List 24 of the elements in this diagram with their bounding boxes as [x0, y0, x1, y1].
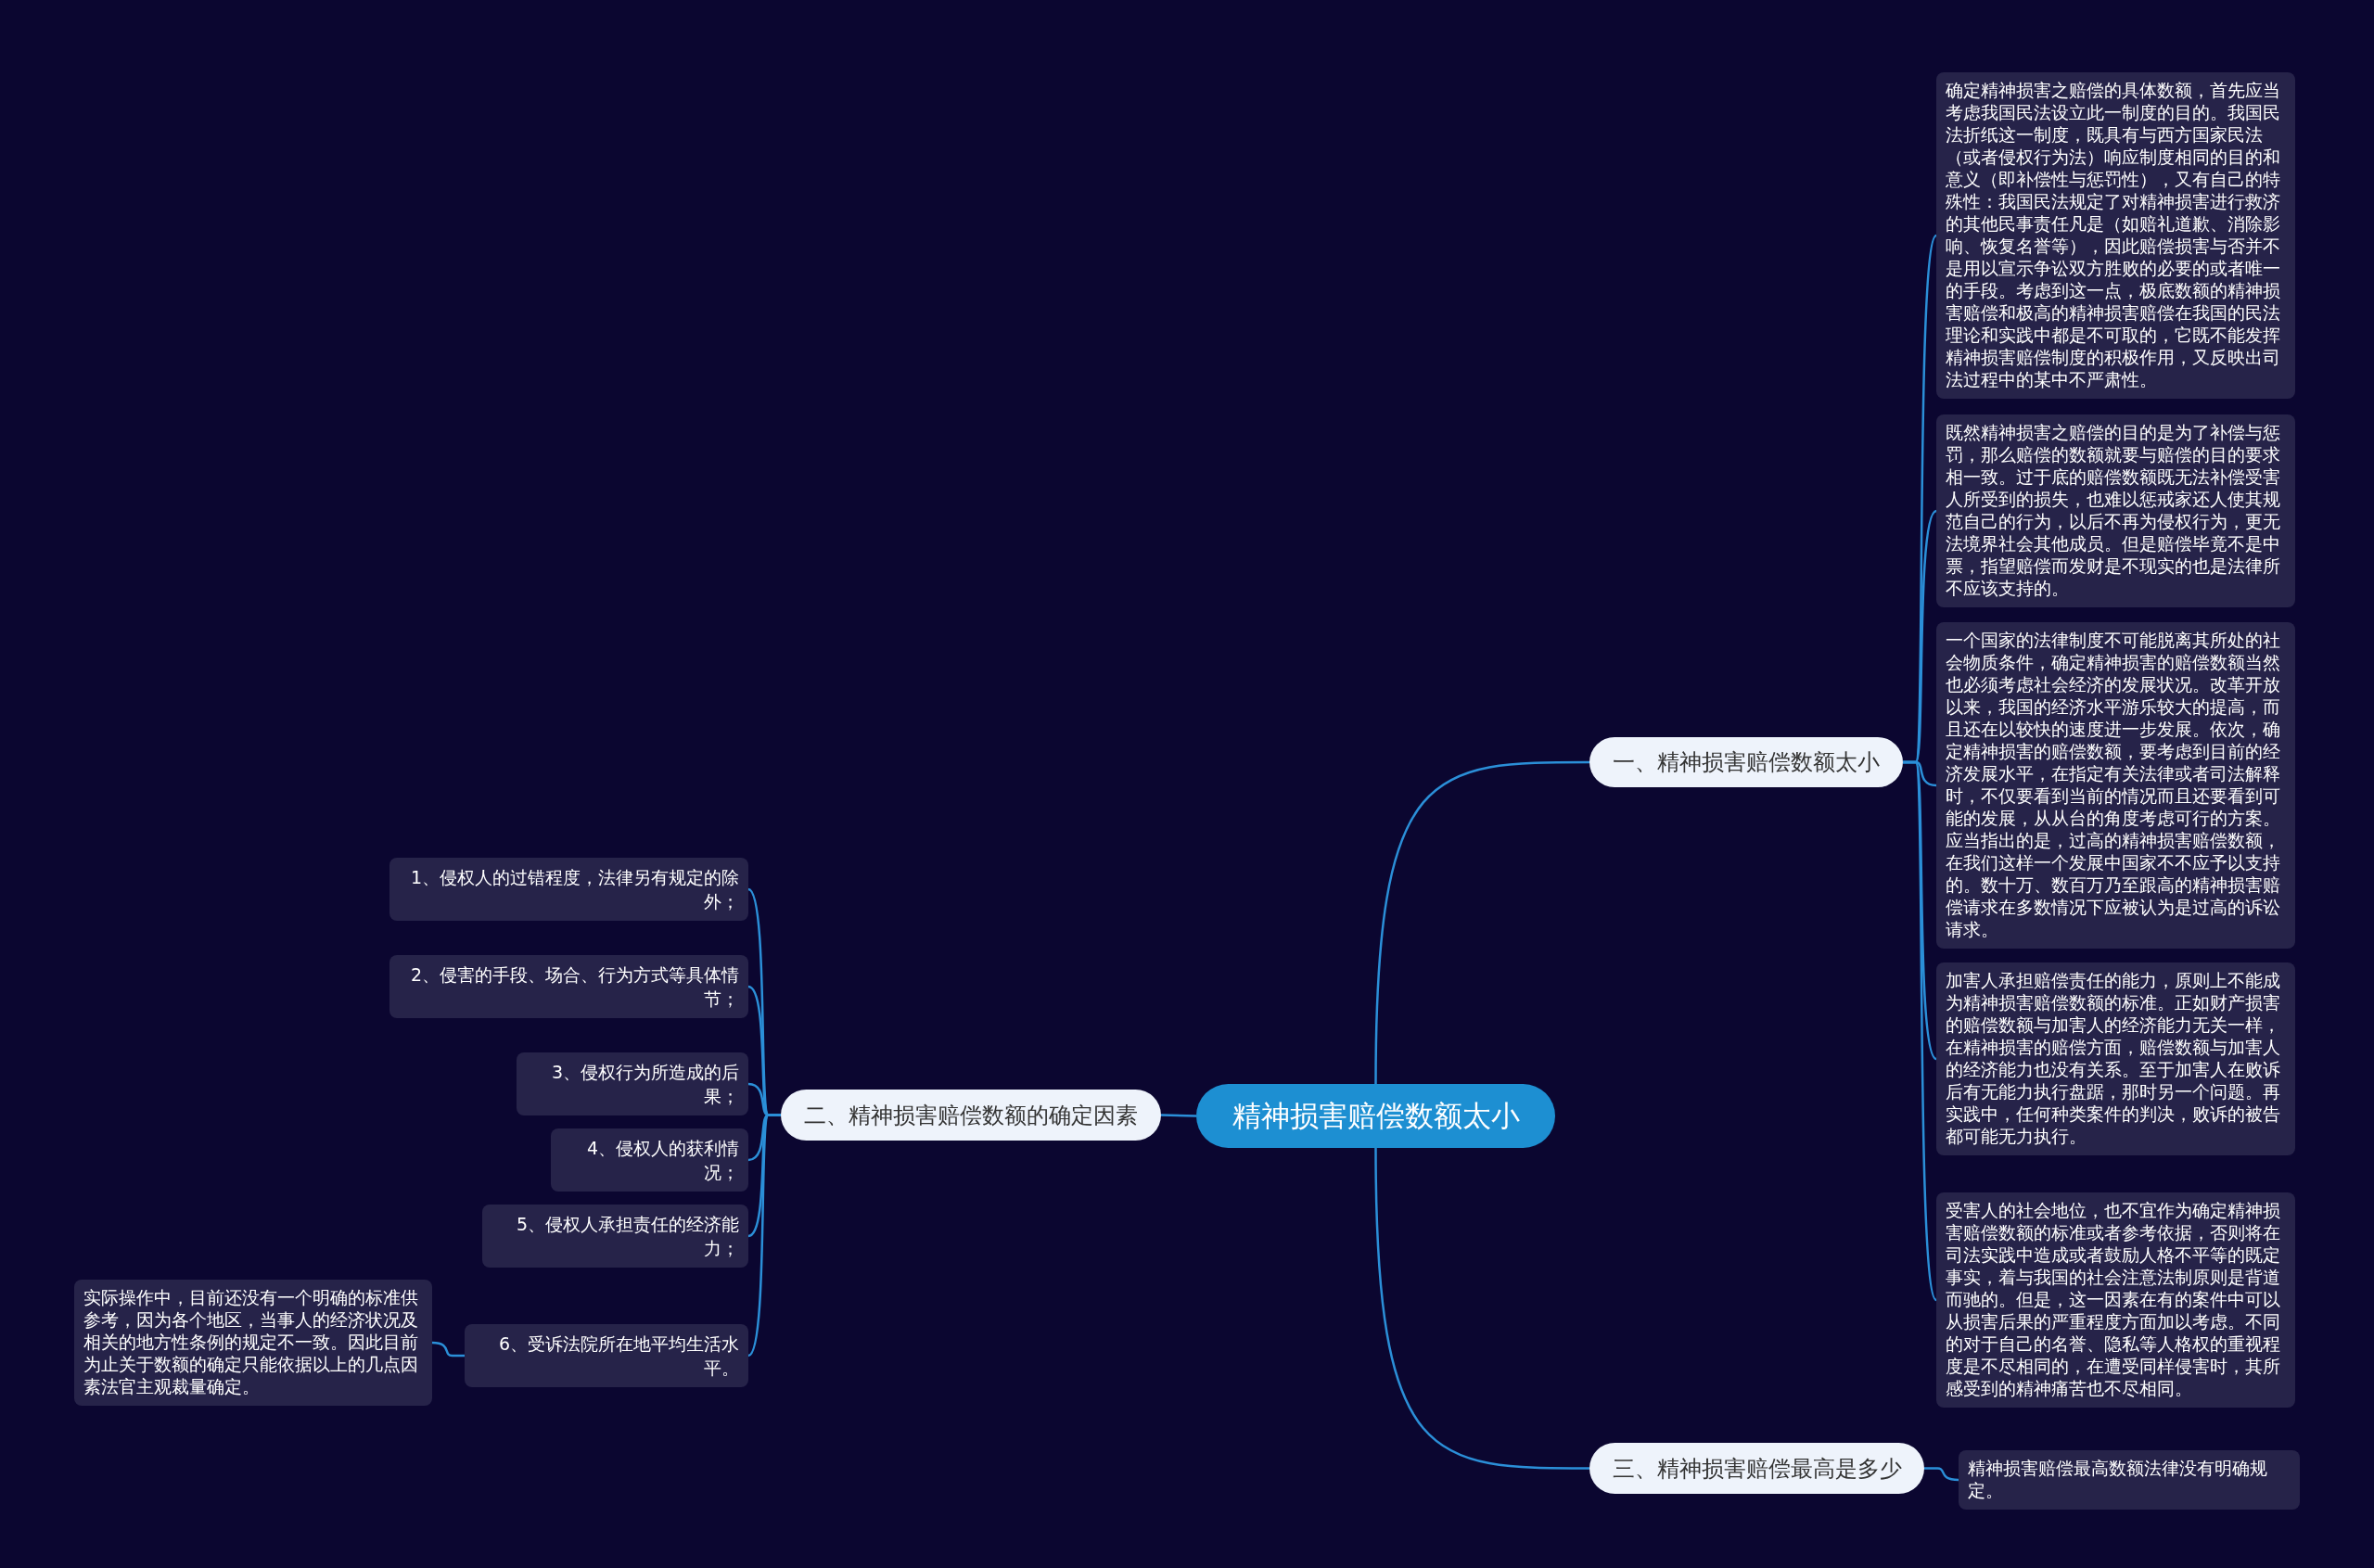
text-card: 加害人承担赔偿责任的能力，原则上不能成为精神损害赔偿数额的标准。正如财产损害的赔偿数额与加害人的经济能力无关一样，在精神损害的赔偿方面，赔偿数额与加害人的经济能力也没有关系。至于加害人在败诉后有无能力执行盘踞，那时另一个问题。再实践中，任何种类案件的判决，败诉的被告都可能无力执行。: [1936, 962, 2295, 1155]
text-card: 一个国家的法律制度不可能脱离其所处的社会物质条件，确定精神损害的赔偿数额当然也必须考虑社会经济的发展状况。改革开放以来，我国的经济水平游乐较大的提高，而且还在以较快的速度进一步发展。依次，确定精神损害的赔偿数额，要考虑到目前的经济发展水平，在指定有关法律或者司法解释时，不仅要看到当前的情况而且还要看到可能的发展，从从台的角度考虑可行的方案。应当指出的是，过高的精神损害赔偿数额，在我们这样一个发展中国家不不应予以支持的。数十万、数百万乃至跟高的精神损害赔偿请求在多数情况下应被认为是过高的诉讼请求。: [1936, 622, 2295, 949]
connector-line: [1903, 760, 1938, 1301]
branch-topic: 一、精神损害赔偿数额太小: [1589, 737, 1903, 787]
text-card: 既然精神损害之赔偿的目的是为了补偿与惩罚，那么赔偿的数额就要与赔偿的目的要求相一致。过于底的赔偿数额既无法补偿受害人所受到的损失，也难以惩戒家还人使其规范自己的行为，以后不再为侵权行为，更无法境界社会其他成员。但是赔偿毕竟不是中票，指望赔偿而发财是不现实的也是法律所不应该支持的。: [1936, 414, 2295, 607]
central-topic: 精神损害赔偿数额太小: [1196, 1084, 1555, 1148]
text-card: 确定精神损害之赔偿的具体数额，首先应当考虑我国民法设立此一制度的目的。我国民法折纸这一制度，既具有与西方国家民法（或者侵权行为法）响应制度相同的目的和意义（即补偿性与惩罚性），又有自己的特殊性：我国民法规定了对精神损害进行救济的其他民事责任凡是（如赔礼道歉、消除影响、恢复名誉等），因此赔偿损害与否并不是用以宣示争讼双方胜败的必要的或者唯一的手段。考虑到这一点，极底数额的精神损害赔偿和极高的精神损害赔偿在我国的民法理论和实践中都是不可取的，它既不能发挥精神损害赔偿制度的积极作用，又反映出司法过程中的某中不严肃性。: [1936, 72, 2295, 399]
connector-line: [431, 1341, 465, 1358]
list-item-card: 5、侵权人承担责任的经济能力；: [482, 1205, 748, 1268]
connector-line: [1374, 760, 1589, 1084]
list-item-card: 6、受诉法院所在地平均生活水平。: [465, 1324, 748, 1387]
list-item-card: 4、侵权人的获利情况；: [551, 1128, 748, 1192]
list-item-card: 3、侵权行为所造成的后果；: [517, 1052, 748, 1115]
text-card: 实际操作中，目前还没有一个明确的标准供参考，因为各个地区，当事人的经济状况及相关的地方性条例的规定不一致。因此目前为止关于数额的确定只能依据以上的几点因素法官主观裁量确定。: [74, 1280, 432, 1406]
branch-topic: 二、精神损害赔偿数额的确定因素: [781, 1090, 1161, 1141]
text-card: 精神损害赔偿最高数额法律没有明确规定。: [1959, 1450, 2300, 1510]
list-item-card: 2、侵害的手段、场合、行为方式等具体情节；: [389, 955, 748, 1018]
connector-line: [1924, 1467, 1959, 1482]
connector-line: [747, 1114, 781, 1357]
connector-line: [1374, 1147, 1589, 1470]
text-card: 受害人的社会地位，也不宜作为确定精神损害赔偿数额的标准或者参考依据，否则将在司法实践中造成或者鼓励人格不平等的既定事实，着与我国的社会注意法制原则是背道而驰的。但是，这一因素在有的案件中可以从损害后果的严重程度方面加以考虑。不同的对于自己的名誉、隐私等人格权的重视程度是不尽相同的，在遭受同样侵害时，其所感受到的精神痛苦也不尽相同。: [1936, 1192, 2295, 1408]
branch-topic: 三、精神损害赔偿最高是多少: [1589, 1443, 1924, 1494]
list-item-card: 1、侵权人的过错程度，法律另有规定的除外；: [389, 858, 748, 921]
connector-line: [1160, 1114, 1197, 1117]
